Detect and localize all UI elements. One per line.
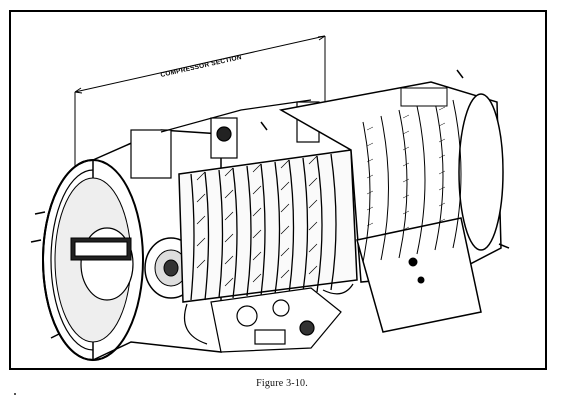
lower-accessory-gearbox: [183, 283, 354, 353]
figure-frame: COMPRESSOR SECTION: [9, 10, 547, 370]
aft-turbine-casing: [278, 81, 504, 333]
compressor-section-label: COMPRESSOR SECTION: [160, 54, 243, 79]
scan-artifact: [14, 393, 16, 395]
figure-caption: Figure 3-10.: [256, 378, 308, 389]
engine-cutaway-illustration: COMPRESSOR SECTION: [30, 35, 510, 362]
compressor-rotor: [178, 149, 358, 303]
front-intake-casing: [42, 129, 222, 362]
mounting-studs: [30, 69, 510, 339]
